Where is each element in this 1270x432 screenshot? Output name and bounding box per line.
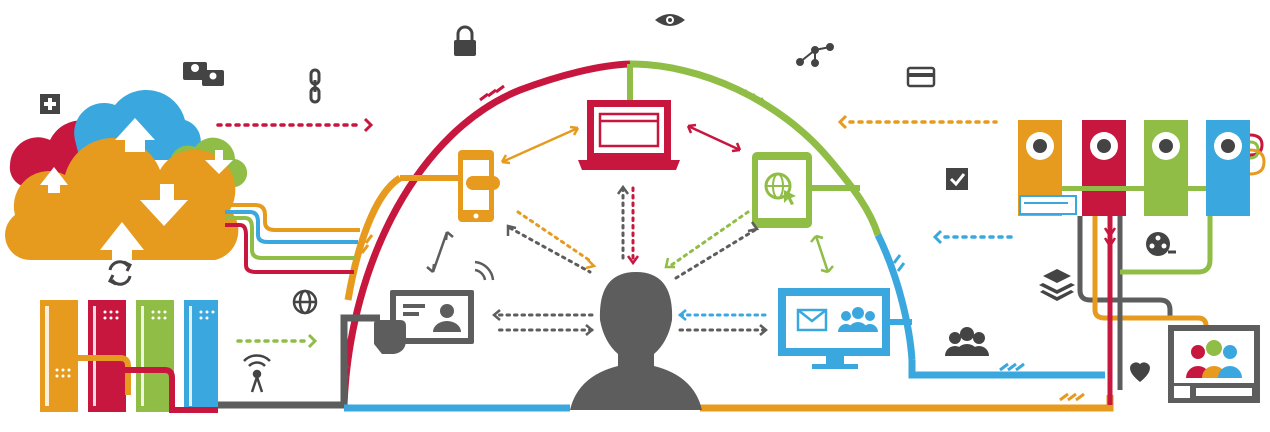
dome-arc: [340, 60, 916, 406]
arc-green: [629, 60, 882, 237]
person-avatar-icon: [570, 272, 702, 410]
arc-red: [340, 60, 631, 406]
network-nodes-icon: [796, 43, 834, 67]
tablet-id-card-icon: [374, 260, 495, 354]
arc-blue: [874, 233, 916, 361]
globe-icon: [292, 289, 318, 315]
dotted-arrow-red: [216, 117, 374, 133]
arc-chevrons: [340, 84, 906, 379]
speaker-tower-icon: [1018, 120, 1266, 216]
dotted-arrow-green: [236, 333, 318, 349]
contact-card-icon: [183, 62, 224, 86]
heart-icon: [1130, 362, 1150, 382]
device-connectors: [426, 123, 834, 274]
checkbox-icon: [946, 168, 968, 190]
dotted-spokes: [493, 186, 768, 332]
eye-icon: [655, 14, 685, 26]
laptop-icon: [578, 64, 680, 170]
layers-icon: [1039, 269, 1075, 301]
dotted-arrow-orange: [837, 114, 998, 130]
credit-card-icon: [906, 66, 936, 88]
film-reel-icon: [1146, 232, 1176, 256]
arc-orange-left: [344, 175, 402, 301]
arc-gray-left: [340, 314, 380, 405]
server-rack-icon: [40, 300, 218, 413]
plus-square-icon: [40, 94, 60, 114]
tablet-globe-icon: [752, 152, 860, 228]
video-conference-screen-icon: [1168, 325, 1260, 403]
wifi-tower-icon: [243, 354, 271, 393]
smartphone-icon: [400, 150, 500, 222]
padlock-icon: [454, 25, 476, 56]
users-icon: [945, 327, 989, 356]
cloud-upload-download-icon: [4, 89, 248, 260]
monitor-mail-users-icon: [778, 288, 912, 369]
dotted-arrow-blue: [932, 229, 1017, 245]
refresh-icon: [107, 260, 133, 286]
cloud-lines: [225, 203, 360, 274]
right-cables: [1077, 216, 1213, 405]
spoke-arrowheads: [492, 184, 768, 336]
chain-link-icon: [309, 68, 321, 104]
